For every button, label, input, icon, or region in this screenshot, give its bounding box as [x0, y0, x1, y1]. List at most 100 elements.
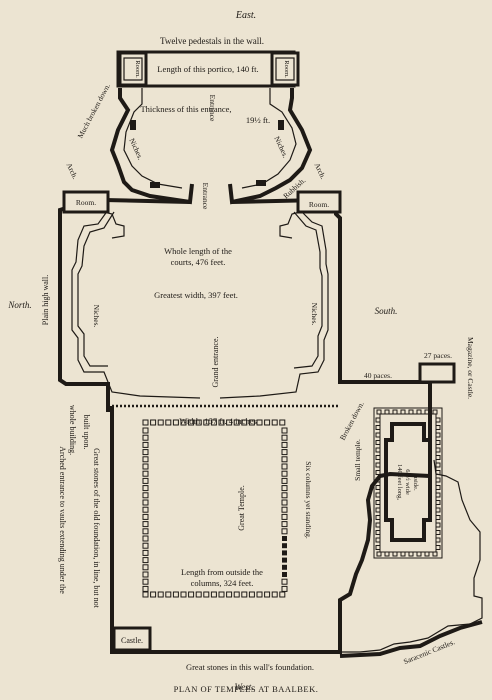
column [203, 591, 210, 598]
column [408, 551, 414, 557]
column [376, 409, 382, 415]
small-temple-cella [384, 422, 432, 542]
room-left [62, 190, 110, 214]
column [375, 455, 381, 460]
room-right [296, 190, 342, 214]
column [241, 591, 248, 598]
column [375, 425, 381, 430]
column [142, 528, 149, 535]
column [375, 417, 381, 423]
column [392, 409, 398, 415]
column [435, 417, 441, 423]
castle-room [112, 626, 152, 652]
label-small-temple-inner-3: inside. [412, 473, 419, 491]
column [142, 535, 149, 542]
column [432, 551, 438, 557]
column [142, 591, 149, 598]
column [248, 419, 255, 426]
column [165, 419, 172, 426]
column [142, 456, 149, 463]
column [375, 522, 381, 528]
hexagon-court-wall [109, 88, 313, 205]
column [172, 591, 179, 598]
column [142, 564, 149, 571]
column [375, 470, 381, 475]
column [416, 551, 422, 557]
column [256, 591, 263, 598]
column [142, 542, 149, 549]
column [282, 536, 287, 541]
column [400, 409, 406, 415]
column [435, 500, 441, 505]
column [279, 419, 286, 426]
column [375, 492, 381, 498]
column [435, 485, 441, 490]
column [218, 591, 225, 598]
column [233, 419, 240, 426]
column [375, 545, 381, 550]
compass-north: North. [7, 300, 31, 310]
column [375, 440, 381, 445]
column [172, 419, 179, 426]
column [281, 434, 288, 441]
column [375, 530, 381, 535]
column [226, 591, 233, 598]
column [400, 551, 406, 557]
column [142, 441, 149, 448]
label-width-temple: Width, 157 ft. 4 inches [179, 416, 257, 426]
column [435, 470, 441, 475]
column [264, 591, 271, 598]
label-six-columns: Six columns yet standing. [304, 461, 313, 539]
column [281, 528, 288, 535]
column [435, 507, 441, 513]
column [210, 419, 217, 426]
column [281, 585, 288, 592]
label-room-left: Room. [76, 198, 96, 207]
column [233, 591, 240, 598]
column [375, 485, 381, 490]
label-arched-line1: Arched entrance to vaults extending unde… [58, 446, 67, 594]
great-temple-wall [110, 400, 432, 654]
column [408, 409, 414, 415]
column [375, 462, 381, 468]
column [282, 572, 287, 577]
column [180, 419, 187, 426]
column [435, 462, 441, 468]
small-temple-columns [375, 409, 441, 557]
label-niches-hex-right: Niches. [272, 135, 290, 159]
column [142, 557, 149, 564]
column [271, 591, 278, 598]
column [142, 477, 149, 484]
column [188, 419, 195, 426]
column [375, 432, 381, 438]
column [142, 419, 149, 426]
column [142, 521, 149, 528]
label-room-portico-left: Room. [134, 60, 141, 78]
column [279, 591, 286, 598]
column [375, 515, 381, 520]
column [435, 545, 441, 550]
column [281, 513, 288, 520]
great-court-niches [71, 209, 329, 399]
column [435, 432, 441, 438]
column [142, 434, 149, 441]
column [195, 591, 202, 598]
column [281, 492, 288, 499]
column [142, 427, 149, 434]
column [241, 419, 248, 426]
column [375, 447, 381, 453]
label-niches-right: Niches. [310, 303, 319, 326]
column [416, 409, 422, 415]
label-arched-line2: whole building. [68, 405, 77, 455]
column [281, 499, 288, 506]
column [180, 591, 187, 598]
label-entrance-court: Entrance [201, 183, 210, 210]
compass-west: West. [235, 682, 254, 692]
label-greatest-width: Greatest width, 397 feet. [154, 290, 238, 300]
small-temple-outline [373, 407, 443, 559]
label-room-portico-right: Room. [283, 60, 290, 78]
column [142, 549, 149, 556]
column [281, 477, 288, 484]
